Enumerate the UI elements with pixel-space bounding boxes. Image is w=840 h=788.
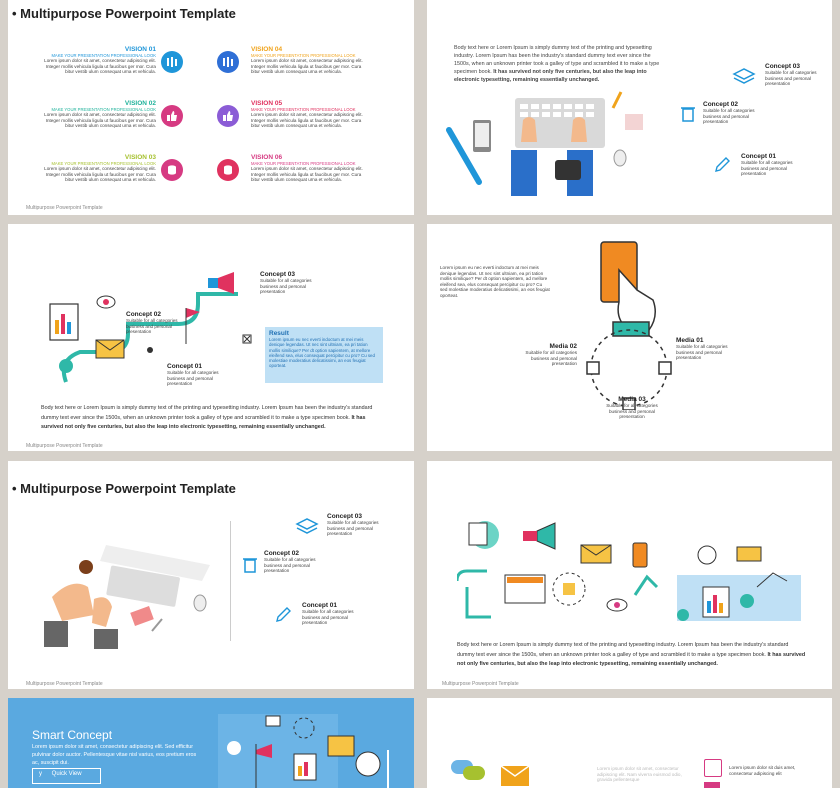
layers-icon (295, 518, 319, 534)
vision-subheading: MAKE YOUR PRESENTATION PROFESSIONAL LOOK (251, 53, 356, 58)
close-box-icon (242, 334, 252, 344)
vision-text: Lorem ipsum dolor sit amet, consectetur … (251, 166, 363, 183)
concept-01: Concept 01 Suitable for all categories b… (302, 602, 354, 626)
concept-02: Concept 02 Suitable for all categories b… (703, 101, 755, 125)
intro-text: Lorem ipsum dolor sit amet, consectetur … (32, 744, 197, 766)
slide-title: Smart Concept (32, 728, 113, 742)
media-03: Media 03 Suitable for all categories bus… (606, 396, 658, 420)
bars-icon (161, 51, 183, 73)
slide-footer: Multipurpose Powerpoint Template (26, 681, 103, 687)
thumb-icon (161, 105, 183, 127)
vision-subheading: MAKE YOUR PRESENTATION PROFESSIONAL LOOK (51, 53, 156, 58)
vision-heading: VISION 03 (124, 154, 156, 161)
media-02: Media 02 Suitable for all categories bus… (525, 343, 577, 367)
marketing-illustration (218, 714, 389, 788)
vision-heading: VISION 01 (124, 46, 156, 53)
body-text: Body text here or Lorem Ipsum is simply … (454, 45, 660, 83)
slide-5[interactable]: • Multipurpose Powerpoint Template Conce… (8, 461, 414, 689)
vision-block-03: VISION 03 MAKE YOUR PRESENTATION PROFESS… (38, 154, 156, 183)
slide-2[interactable]: Body text here or Lorem Ipsum is simply … (427, 0, 832, 215)
slide-7[interactable]: Smart Concept Lorem ipsum dolor sit amet… (8, 698, 414, 788)
vision-text: Lorem ipsum dolor sit amet, consectetur … (44, 166, 156, 183)
vision-block-04: VISION 04 MAKE YOUR PRESENTATION PROFESS… (251, 46, 371, 75)
vision-heading: VISION 06 (251, 154, 283, 161)
pencil-icon (715, 157, 730, 172)
trash-icon (681, 107, 695, 122)
slide-footer: Multipurpose Powerpoint Template (26, 205, 103, 211)
vision-block-06: VISION 06 MAKE YOUR PRESENTATION PROFESS… (251, 154, 371, 183)
slide-title: • Multipurpose Powerpoint Template (12, 6, 236, 21)
mail-icon (500, 765, 530, 786)
vision-subheading: MAKE YOUR PRESENTATION PROFESSIONAL LOOK (51, 161, 156, 166)
digital-marketing-illustration (457, 521, 801, 621)
divider (230, 521, 231, 641)
vision-text: Lorem ipsum dolor sit amet, consectetur … (251, 58, 363, 75)
chat-icon (451, 760, 485, 780)
slide-title: • Multipurpose Powerpoint Template (12, 481, 236, 496)
workflow-illustration (49, 272, 238, 383)
vision-subheading: MAKE YOUR PRESENTATION PROFESSIONAL LOOK (51, 107, 156, 112)
faint-text: Lorem ipsum dolor sit amet, consectetur … (597, 766, 682, 783)
quick-view-button[interactable]: y Quick View (32, 768, 101, 784)
vision-text: Lorem ipsum dolor sit amet, consectetur … (44, 58, 156, 75)
database-icon (217, 159, 239, 181)
concept-02: Concept 02 Suitable for all categories b… (126, 311, 178, 335)
item-text: Lorem ipsum dolor sit duis amet, consect… (729, 765, 796, 776)
vision-subheading: MAKE YOUR PRESENTATION PROFESSIONAL LOOK (251, 107, 356, 112)
slide-footer: Multipurpose Powerpoint Template (26, 443, 103, 449)
vision-block-02: VISION 02 MAKE YOUR PRESENTATION PROFESS… (38, 100, 156, 129)
vision-heading: VISION 05 (251, 100, 283, 107)
keyboard-illustration (44, 545, 210, 649)
quick-view-label: Quick View (51, 771, 82, 777)
body-text: Body text here or Lorem Ipsum is simply … (41, 405, 373, 430)
slide-4[interactable]: Lorem ipsum eu nec everti indoctum at me… (427, 224, 832, 451)
database-icon (161, 159, 183, 181)
phone-hub-illustration (586, 241, 672, 410)
body-text: Body text here or Lorem Ipsum is simply … (457, 642, 806, 667)
thumb-icon (217, 105, 239, 127)
vision-heading: VISION 04 (251, 46, 283, 53)
concept-01: Concept 01 Suitable for all categories b… (167, 363, 219, 387)
concept-03: Concept 03 Suitable for all categories b… (327, 513, 379, 537)
vision-text: Lorem ipsum dolor sit amet, consectetur … (251, 112, 363, 129)
pencil-icon (276, 607, 291, 622)
result-box: Result Lorem ipsum eu nec everti indoctu… (265, 327, 383, 383)
vision-block-05: VISION 05 MAKE YOUR PRESENTATION PROFESS… (251, 100, 371, 129)
media-01: Media 01 Suitable for all categories bus… (676, 337, 728, 361)
intro-text: Lorem ipsum eu nec everti indoctum at me… (440, 265, 550, 298)
slide-8[interactable]: Lorem ipsum dolor sit amet, consectetur … (427, 698, 832, 788)
slide-3[interactable]: Concept 02 Suitable for all categories b… (8, 224, 414, 451)
result-title: Result (269, 330, 289, 337)
slide-footer: Multipurpose Powerpoint Template (442, 681, 519, 687)
concept-01: Concept 01 Suitable for all categories b… (741, 153, 793, 177)
vision-block-01: VISION 01 MAKE YOUR PRESENTATION PROFESS… (38, 46, 156, 75)
vision-subheading: MAKE YOUR PRESENTATION PROFESSIONAL LOOK (251, 161, 356, 166)
desk-illustration (446, 91, 643, 196)
play-icon: y (39, 771, 42, 777)
concept-03: Concept 03 Suitable for all categories b… (260, 271, 312, 295)
slide-1[interactable]: • Multipurpose Powerpoint Template VISIO… (8, 0, 414, 215)
trash-icon (243, 558, 257, 573)
slide-6[interactable]: Body text here or Lorem Ipsum is simply … (427, 461, 832, 689)
layers-icon (732, 68, 756, 84)
item-icon (704, 759, 722, 777)
concept-02: Concept 02 Suitable for all categories b… (264, 550, 316, 574)
concept-03: Concept 03 Suitable for all categories b… (765, 63, 817, 87)
vision-text: Lorem ipsum dolor sit amet, consectetur … (44, 112, 156, 129)
vision-heading: VISION 02 (124, 100, 156, 107)
result-text: Lorem ipsum eu nec everti indoctum at me… (269, 337, 375, 369)
item-icon (704, 782, 720, 788)
bars-icon (217, 51, 239, 73)
